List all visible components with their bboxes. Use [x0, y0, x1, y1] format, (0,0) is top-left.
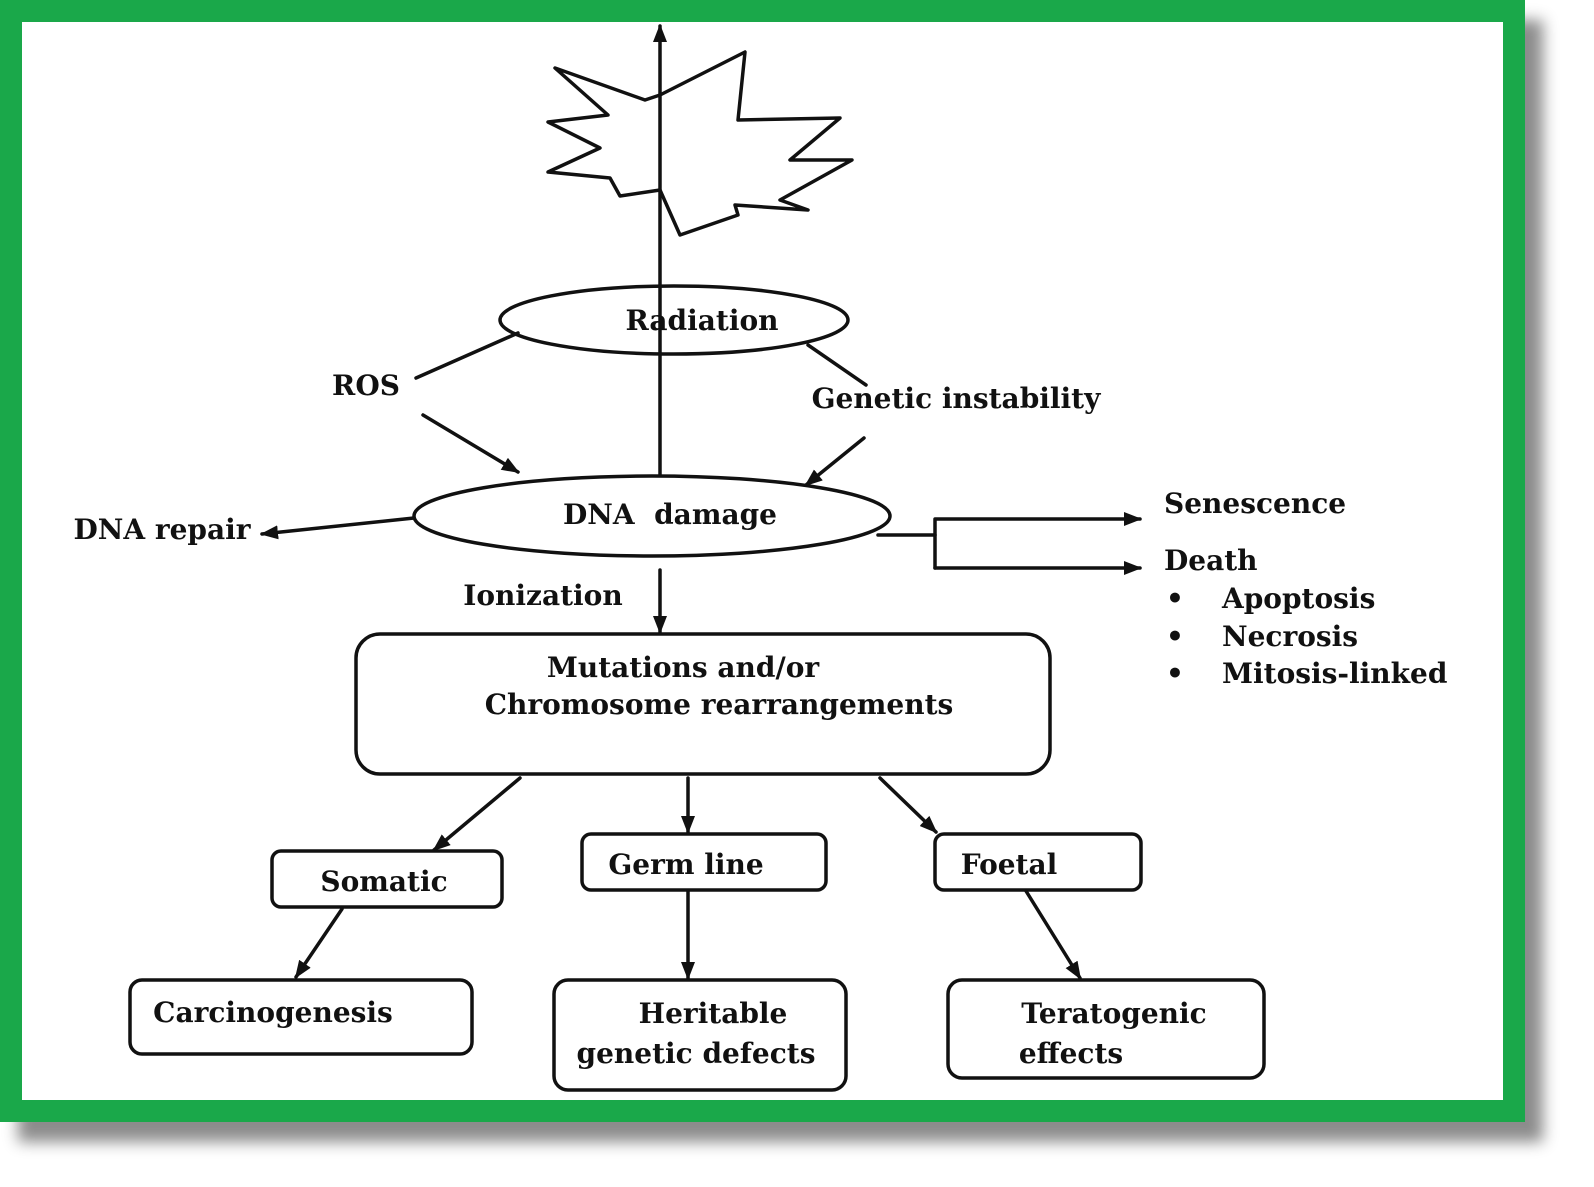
- carcinogenesis-arrow: [294, 907, 344, 979]
- dna-damage-label: DNA damage: [563, 498, 777, 531]
- radiation-label: Radiation: [625, 304, 778, 337]
- germ-line-box: [580, 832, 828, 892]
- senescence-arrow: [933, 512, 1142, 570]
- carcinogenesis-label: Carcinogenesis: [153, 996, 393, 1029]
- ros-line: [414, 331, 520, 380]
- genetic-instability-arrow: [804, 436, 866, 487]
- ros-arrow: [421, 413, 520, 474]
- teratogenic-box: [946, 978, 1266, 1080]
- dna-damage-node: [412, 474, 892, 558]
- somatic-arrow: [432, 776, 522, 852]
- genetic-instability-label: Genetic instability: [812, 382, 1102, 415]
- death-type-necrosis: Necrosis: [1222, 620, 1358, 653]
- senescence-label: Senescence: [1164, 487, 1346, 520]
- heritable-label-line1: Heritable: [639, 997, 788, 1030]
- diagram-frame: [0, 0, 1525, 1122]
- death-label: Death: [1164, 544, 1258, 577]
- death-type-mitosis-linked: Mitosis-linked: [1222, 657, 1447, 690]
- foetal-label: Foetal: [961, 848, 1058, 881]
- germ-line-label: Germ line: [608, 848, 763, 881]
- mutations-label-line2: Chromosome rearrangements: [485, 688, 954, 721]
- radiation-node: [498, 284, 850, 356]
- genetic-instability-line: [806, 343, 868, 387]
- foetal-box: [933, 832, 1143, 892]
- somatic-box: [270, 849, 504, 909]
- mutations-label-line1: Mutations and/or: [547, 651, 821, 684]
- foetal-arrow: [878, 776, 938, 834]
- death-bullet: •: [1166, 582, 1184, 615]
- dna-repair-arrow: [260, 516, 416, 540]
- carcinogenesis-box: [128, 978, 474, 1056]
- heritable-label-line2: genetic defects: [577, 1037, 816, 1070]
- death-type-apoptosis: Apoptosis: [1221, 582, 1375, 615]
- explosion-burst-icon: [546, 50, 854, 237]
- mutations-box: [354, 632, 1052, 776]
- ros-label: ROS: [332, 369, 400, 402]
- death-bullet: •: [1166, 657, 1184, 690]
- somatic-label: Somatic: [320, 865, 447, 898]
- teratogenic-arrow: [1024, 889, 1082, 980]
- heritable-box: [552, 978, 848, 1092]
- teratogenic-label-line1: Teratogenic: [1021, 997, 1206, 1030]
- ionization-label: Ionization: [463, 579, 622, 612]
- dna-repair-label: DNA repair: [73, 513, 251, 546]
- teratogenic-label-line2: effects: [1019, 1037, 1123, 1070]
- death-bullet: •: [1166, 620, 1184, 653]
